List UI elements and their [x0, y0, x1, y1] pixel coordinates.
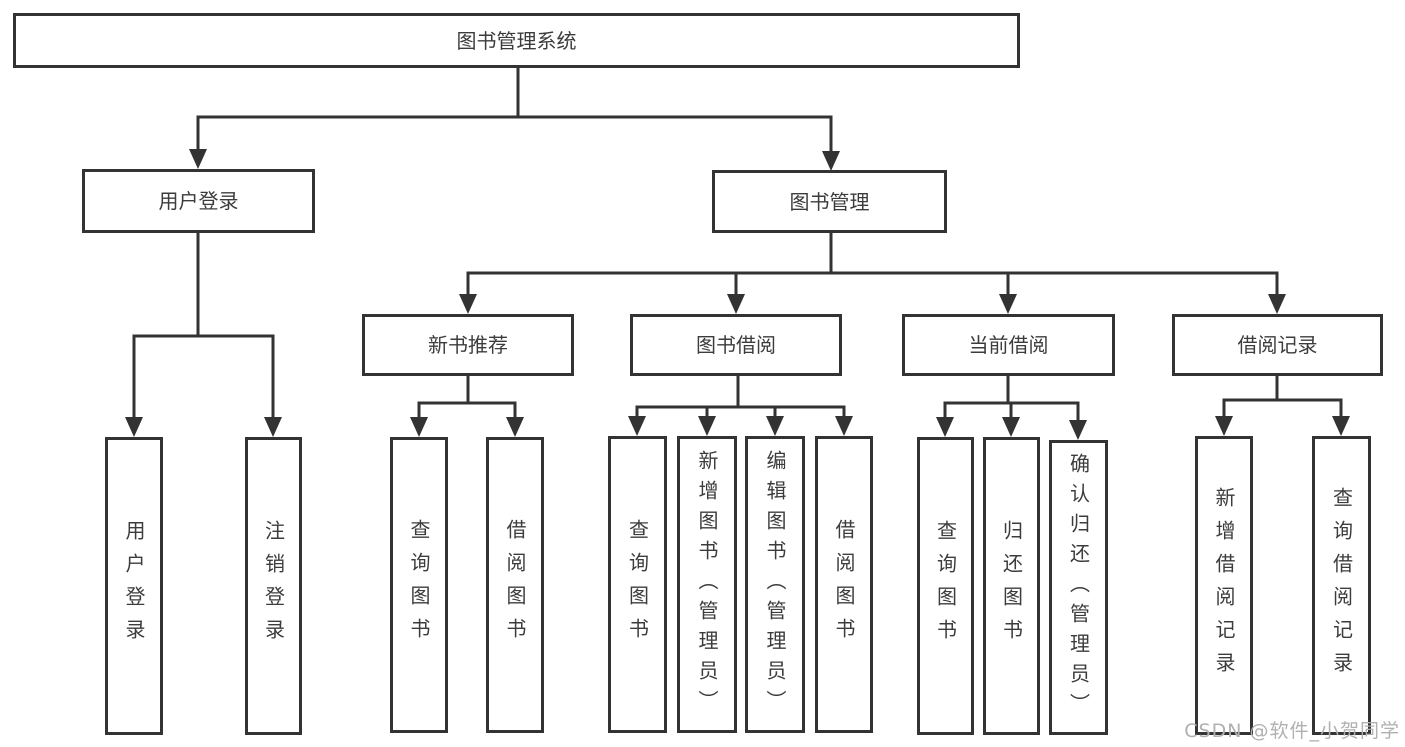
node-new-book-rec: 新书推荐 [362, 314, 574, 376]
node-book-borrow: 图书借阅 [630, 314, 842, 376]
node-cb-return-book: 归还图书 [983, 437, 1040, 735]
node-bb-borrow-book: 借阅图书 [815, 436, 873, 733]
node-nbr-borrow-book: 借阅图书 [486, 437, 544, 733]
node-current-borrow: 当前借阅 [902, 314, 1115, 376]
node-nbr-query-book: 查询图书 [390, 437, 448, 733]
node-root: 图书管理系统 [13, 13, 1020, 68]
node-cb-query-book: 查询图书 [917, 437, 974, 735]
node-bb-query-book: 查询图书 [608, 436, 667, 733]
node-cb-confirm-return: 确认归还（管理员） [1049, 440, 1108, 735]
node-book-mgmt-branch: 图书管理 [712, 170, 947, 233]
node-br-add-record: 新增借阅记录 [1195, 436, 1253, 735]
node-leaf-user-login: 用户登录 [105, 437, 163, 735]
node-borrow-records: 借阅记录 [1172, 314, 1383, 376]
arrowheads [125, 149, 1350, 440]
node-leaf-logout: 注销登录 [245, 437, 302, 735]
node-user-login-branch: 用户登录 [82, 169, 315, 233]
csdn-watermark: CSDN @软件_小贺同学 [1184, 720, 1400, 742]
node-bb-add-book: 新增图书（管理员） [677, 436, 737, 733]
node-br-query-record: 查询借阅记录 [1312, 436, 1371, 735]
node-bb-edit-book: 编辑图书（管理员） [745, 436, 805, 733]
